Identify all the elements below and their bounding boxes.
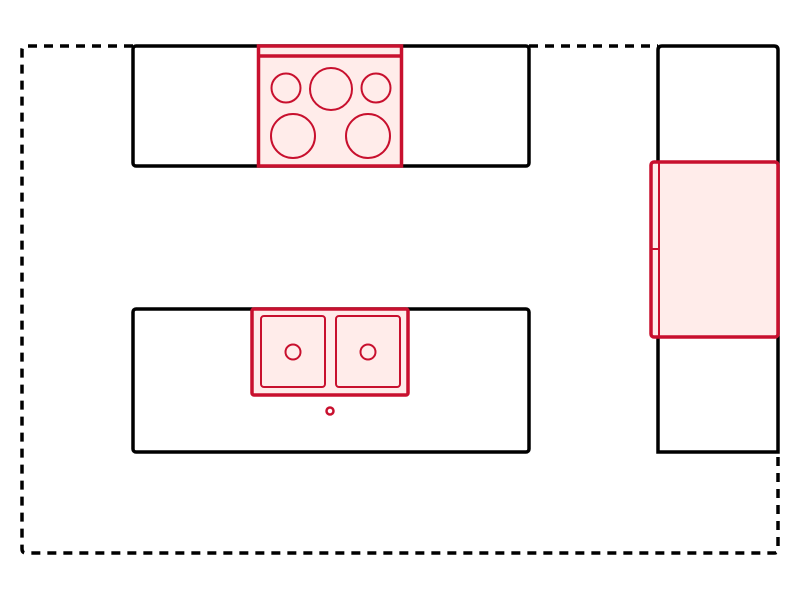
burner-icon: [309, 67, 353, 111]
refrigerator: [649, 160, 780, 339]
burner-icon: [270, 72, 302, 104]
burner-icon: [270, 113, 316, 159]
room-boundary: [20, 44, 780, 555]
drain-icon: [359, 343, 377, 361]
burner-icon: [360, 72, 392, 104]
burner-icon: [345, 113, 391, 159]
stove: [256, 44, 404, 168]
faucet-icon: [325, 406, 335, 416]
drain-icon: [284, 343, 302, 361]
sink: [250, 307, 410, 416]
